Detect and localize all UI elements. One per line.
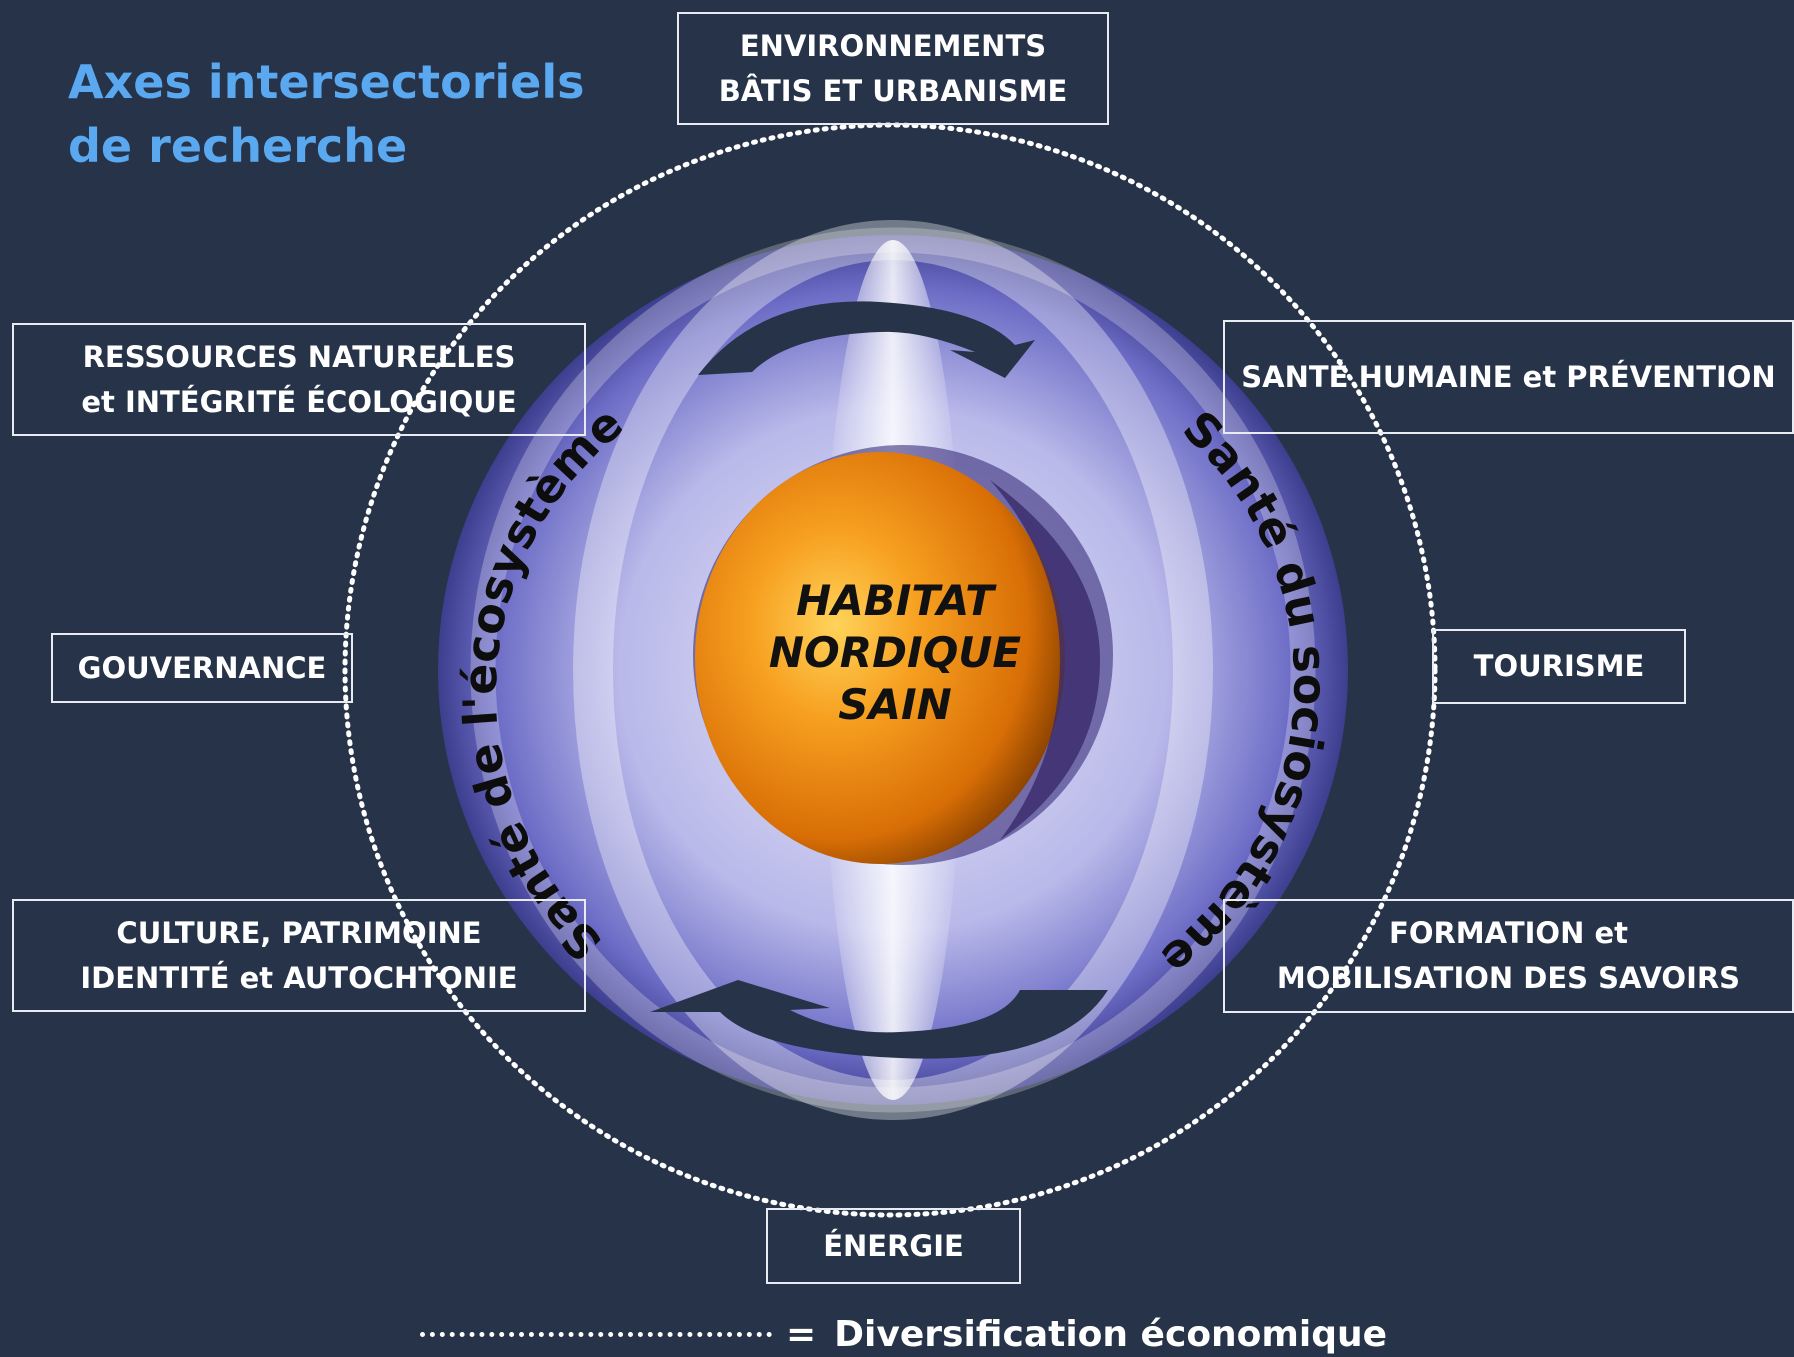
box-tourisme-line-1: TOURISME [1473, 649, 1645, 683]
box-gouvernance: GOUVERNANCE [51, 633, 353, 703]
box-culture: CULTURE, PATRIMOINE IDENTITÉ et AUTOCHTO… [12, 899, 586, 1012]
outer-dotted-circle [342, 122, 1438, 1218]
box-formation: FORMATION et MOBILISATION DES SAVOIRS [1223, 899, 1794, 1013]
box-environnements-line-1: ENVIRONNEMENTS [739, 28, 1047, 63]
core-label-line-1: HABITAT [796, 576, 994, 625]
box-energie-line-1: ÉNERGIE [823, 1228, 964, 1263]
legend-dotted-line [420, 1331, 772, 1337]
core-label: HABITAT NORDIQUE SAIN [740, 575, 1050, 731]
box-environnements-line-2: BÂTIS ET URBANISME [718, 73, 1068, 108]
box-sante-humaine: SANTÉ HUMAINE et PRÉVENTION [1223, 320, 1794, 434]
box-formation-line-1: FORMATION et [1389, 916, 1628, 950]
core-label-line-2: NORDIQUE [768, 628, 1022, 677]
box-culture-line-2: IDENTITÉ et AUTOCHTONIE [80, 960, 518, 995]
box-tourisme: TOURISME [1432, 629, 1686, 704]
box-ressources: RESSOURCES NATURELLES et INTÉGRITÉ ÉCOLO… [12, 323, 586, 436]
box-gouvernance-line-1: GOUVERNANCE [77, 650, 327, 685]
page-title: Axes intersectoriels de recherche [68, 50, 585, 178]
core-label-line-3: SAIN [838, 680, 952, 729]
legend-label: Diversification économique [834, 1313, 1388, 1355]
title-line-1: Axes intersectoriels [68, 55, 585, 109]
box-energie: ÉNERGIE [766, 1208, 1021, 1284]
title-line-2: de recherche [68, 119, 408, 173]
box-ressources-line-1: RESSOURCES NATURELLES [82, 339, 516, 374]
box-sante-humaine-line-1: SANTÉ HUMAINE et PRÉVENTION [1241, 359, 1776, 394]
bottom-arrow-icon [650, 980, 1108, 1059]
box-formation-line-2: MOBILISATION DES SAVOIRS [1276, 961, 1741, 995]
box-ressources-line-2: et INTÉGRITÉ ÉCOLOGIQUE [81, 384, 517, 419]
legend: = Diversification économique [420, 1312, 1420, 1356]
top-arrow-icon [698, 301, 1035, 378]
box-culture-line-1: CULTURE, PATRIMOINE [116, 915, 482, 950]
legend-equals: = [786, 1313, 817, 1355]
box-environnements: ENVIRONNEMENTS BÂTIS ET URBANISME [677, 12, 1109, 125]
core-sphere [693, 445, 1113, 865]
